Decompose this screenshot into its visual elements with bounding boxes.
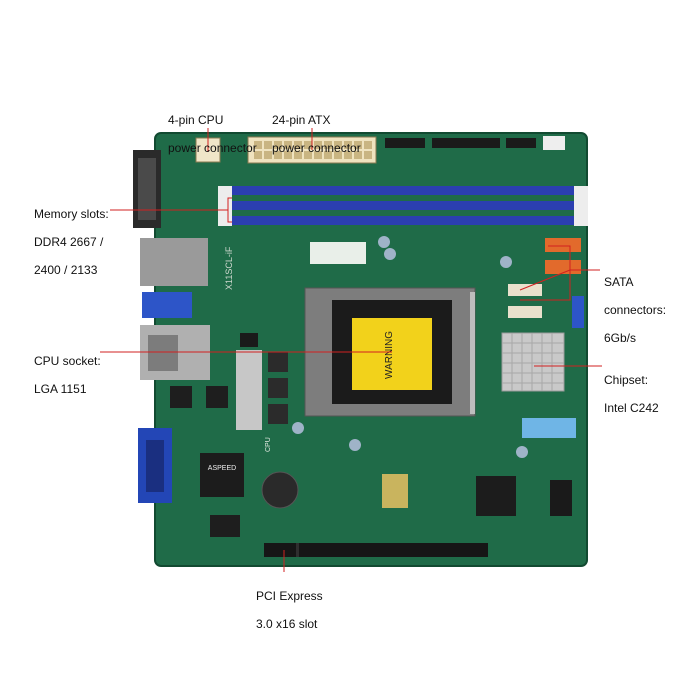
label-memory-line2: DDR4 2667 / — [34, 235, 104, 249]
label-sata: SATA connectors: 6Gb/s — [604, 261, 666, 359]
label-chipset: Chipset: Intel C242 — [604, 359, 659, 429]
label-atx-power: 24-pin ATX power connector — [272, 99, 361, 169]
vrm-area — [236, 333, 288, 430]
warning-text: WARNING — [384, 331, 395, 379]
leader-memory — [110, 197, 232, 211]
label-sata-line1: SATA — [604, 275, 634, 289]
sata-connectors — [508, 238, 581, 318]
usb3-port — [142, 292, 192, 318]
label-memory-line3: 2400 / 2133 — [34, 263, 98, 277]
socket-lever — [470, 292, 475, 414]
label-cpu-socket: CPU socket: LGA 1151 — [34, 340, 101, 410]
pcie-notch — [296, 543, 299, 557]
socket-warning-label — [352, 318, 432, 390]
pin-headers-top — [385, 138, 536, 148]
serial-port-shield — [138, 158, 156, 220]
blue-header — [522, 418, 576, 438]
label-pcie-line1: PCI Express — [256, 589, 323, 603]
chipset-heatsink — [501, 332, 565, 392]
label-atx-power-line2: power connector — [272, 141, 361, 155]
cpu-silkscreen: CPU — [265, 437, 272, 452]
label-cpu-socket-line2: LGA 1151 — [34, 382, 87, 396]
vga-port-inner — [146, 440, 164, 492]
capacitors — [292, 236, 528, 458]
dimm-slot-3 — [218, 216, 586, 225]
model-silkscreen — [310, 242, 366, 264]
label-chipset-line1: Chipset: — [604, 373, 649, 387]
cert-label — [382, 474, 408, 508]
pcie-x16-slot — [264, 543, 488, 557]
dimm-slot-2 — [218, 201, 586, 210]
m2-slot — [550, 480, 572, 516]
bmc-text: ASPEED — [208, 465, 236, 472]
label-cpu-power-line2: power connector — [168, 141, 257, 155]
super-io-chip — [476, 476, 516, 516]
leader-lines — [100, 128, 602, 572]
usb-ports — [140, 238, 208, 286]
leader-memory-b — [227, 210, 232, 223]
memory-slots — [218, 186, 588, 226]
label-chipset-line2: Intel C242 — [604, 401, 659, 415]
label-cpu-power-line1: 4-pin CPU — [168, 113, 224, 127]
label-pcie: PCI Express 3.0 x16 slot — [256, 575, 323, 645]
leader-sata-c — [519, 269, 571, 291]
label-memory: Memory slots: DDR4 2667 / 2400 / 2133 — [34, 193, 109, 291]
label-cpu-power: 4-pin CPU power connector — [168, 99, 257, 169]
heatsink-grid — [502, 333, 564, 391]
label-sata-line2: connectors: — [604, 303, 667, 317]
label-pcie-line2: 3.0 x16 slot — [256, 617, 318, 631]
leader-sata — [548, 245, 600, 271]
ethernet-inner — [148, 335, 178, 371]
model-text: X11SCL-iF — [224, 246, 234, 290]
bios-chip — [210, 515, 240, 537]
label-memory-line1: Memory slots: — [34, 207, 109, 221]
leader-sata-b — [520, 270, 571, 301]
header-white — [543, 136, 565, 150]
label-sata-line3: 6Gb/s — [604, 331, 637, 345]
atx-pins — [254, 141, 372, 159]
bmc-chip — [200, 453, 244, 497]
usb-header — [572, 296, 584, 328]
dimm-slot-1 — [218, 186, 586, 195]
label-cpu-socket-line1: CPU socket: — [34, 354, 101, 368]
label-atx-power-line1: 24-pin ATX — [272, 113, 331, 127]
small-chip-2 — [206, 386, 228, 408]
cmos-battery — [261, 471, 299, 509]
small-chip-1 — [170, 386, 192, 408]
